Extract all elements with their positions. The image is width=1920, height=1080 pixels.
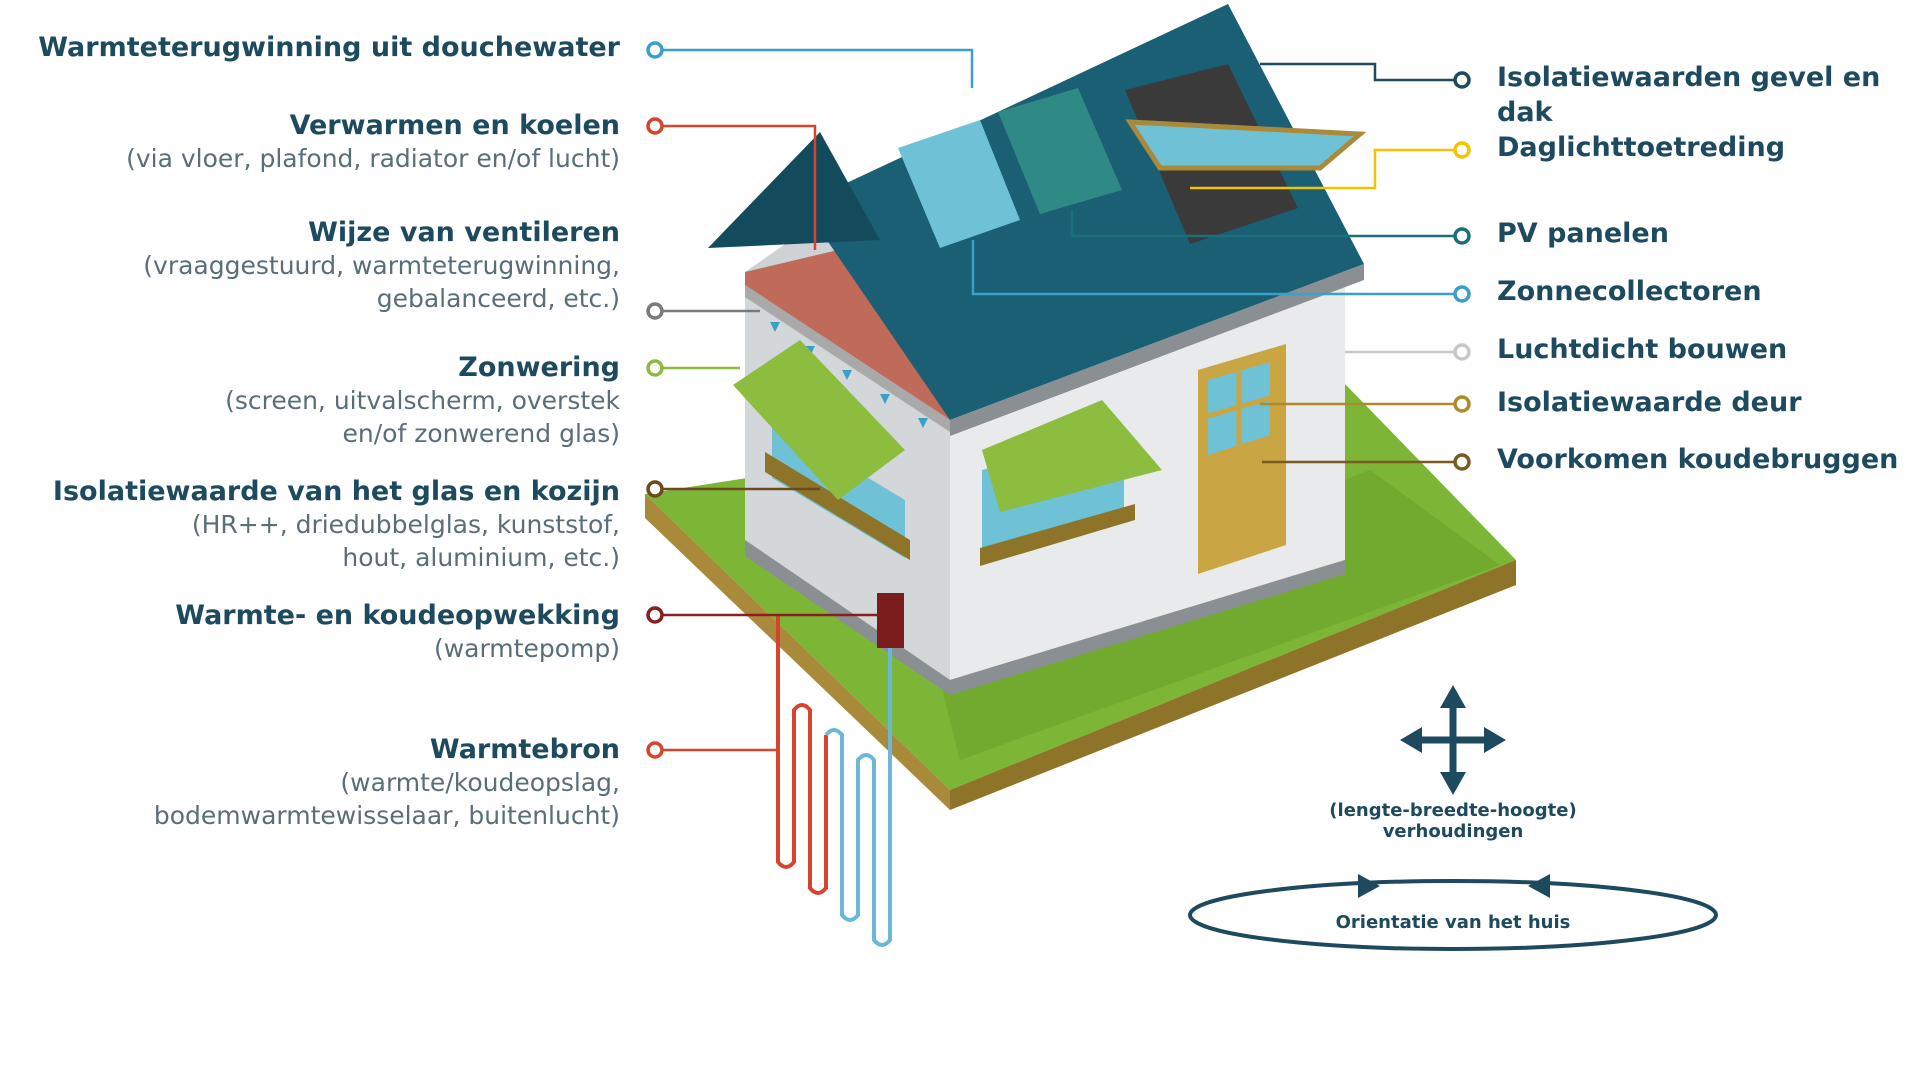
label-pv-panelen: PV panelen [1497,216,1669,251]
label-warmtebron-sub2: bodemwarmtewisselaar, buitenlucht) [153,800,620,830]
label-daglicht: Daglichttoetreding [1497,130,1785,165]
front-door [1198,344,1286,574]
label-warmtebron: Warmtebron (warmte/koudeopslag, bodemwar… [154,732,620,832]
label-opwekking-title: Warmte- en koudeopwekking [175,600,620,631]
label-isolatie-deur-title: Isolatiewaarde deur [1497,387,1802,418]
label-luchtdicht-title: Luchtdicht bouwen [1497,334,1788,365]
label-luchtdicht: Luchtdicht bouwen [1497,332,1787,367]
label-koudebruggen: Voorkomen koudebruggen [1497,442,1898,477]
dimensions-caption-line1: (lengte-breedte-hoogte) [1329,800,1577,821]
pv-panel [998,88,1122,214]
skylight [1125,64,1367,244]
ground-heat-exchanger [776,615,892,947]
label-zonwering-sub1: (screen, uitvalscherm, overstek [225,386,620,416]
label-ventileren-title: Wijze van ventileren [308,217,620,248]
label-opwekking-sub: (warmtepomp) [433,634,620,664]
label-isolatie-deur: Isolatiewaarde deur [1497,385,1802,420]
label-isolatie-gevel-dak: Isolatiewaarden gevel en dak [1497,60,1920,130]
label-verwarmen: Verwarmen en koelen (via vloer, plafond,… [126,108,620,176]
label-zonnecollectoren: Zonnecollectoren [1497,274,1762,309]
label-warmtebron-sub1: (warmte/koudeopslag, [340,768,620,798]
label-zonwering: Zonwering (screen, uitvalscherm, overste… [225,350,620,450]
label-glas-kozijn-title: Isolatiewaarde van het glas en kozijn [52,476,620,507]
label-verwarmen-sub: (via vloer, plafond, radiator en/of luch… [126,144,620,174]
dimensions-arrows-icon [1400,685,1506,795]
label-ventileren-sub2: gebalanceerd, etc.) [376,283,620,313]
tiled-roof [745,240,950,432]
label-douchewater: Warmteterugwinning uit douchewater [38,30,620,65]
right-window [980,400,1162,566]
label-opwekking: Warmte- en koudeopwekking (warmtepomp) [175,598,620,666]
label-douchewater-title: Warmteterugwinning uit douchewater [38,32,620,63]
label-verwarmen-title: Verwarmen en koelen [289,110,620,141]
dimensions-caption: (lengte-breedte-hoogte) verhoudingen [1303,800,1603,842]
label-zonnecollectoren-title: Zonnecollectoren [1497,276,1762,307]
label-zonwering-title: Zonwering [458,352,620,383]
label-glas-kozijn: Isolatiewaarde van het glas en kozijn (H… [53,474,620,574]
label-zonwering-sub2: en/of zonwerend glas) [342,418,620,448]
marker-circles [646,41,1471,759]
label-glas-kozijn-sub1: (HR++, driedubbelglas, kunststof, [191,510,620,540]
leader-lines-left [655,48,974,752]
label-ventileren: Wijze van ventileren (vraaggestuurd, war… [143,215,620,315]
left-window [733,340,910,560]
dimensions-caption-line2: verhoudingen [1382,821,1524,842]
heat-pump-unit [877,593,904,648]
label-daglicht-title: Daglichttoetreding [1497,132,1786,163]
label-isolatie-gevel-dak-title: Isolatiewaarden gevel en dak [1497,62,1881,129]
orientation-ellipse-icon [1188,874,1718,951]
label-ventileren-sub1: (vraaggestuurd, warmteterugwinning, [143,251,620,281]
solar-collector [898,120,1020,248]
label-glas-kozijn-sub2: hout, aluminium, etc.) [342,542,620,572]
leader-lines-right [971,62,1462,464]
label-koudebruggen-title: Voorkomen koudebruggen [1497,444,1899,475]
label-warmtebron-title: Warmtebron [429,734,620,765]
orientation-caption: Orientatie van het huis [1335,912,1571,933]
label-pv-panelen-title: PV panelen [1497,218,1669,249]
